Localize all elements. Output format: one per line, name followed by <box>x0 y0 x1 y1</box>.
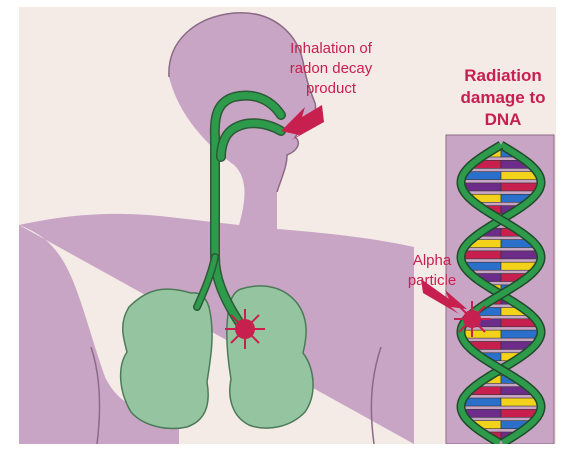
dna-base-right <box>501 251 539 259</box>
lung-alpha-particle <box>225 309 265 349</box>
dna-base-right <box>501 172 537 180</box>
dna-base-right <box>501 409 537 417</box>
dna-base-left <box>465 409 501 417</box>
right-lung <box>227 286 313 428</box>
dna-base-left <box>464 398 501 406</box>
dna-base-right <box>501 183 538 191</box>
dna-base-right <box>501 330 539 338</box>
dna-base-left <box>463 251 501 259</box>
dna-alpha-particle <box>454 301 490 337</box>
dna-base-left <box>465 172 501 180</box>
dna-base-right <box>501 398 538 406</box>
dna-base-left <box>464 183 501 191</box>
dna-base-left <box>463 330 501 338</box>
radiation-damage-title: Radiation damage to DNA <box>447 65 556 131</box>
inhalation-label: Inhalation of radon decay product <box>271 39 391 99</box>
radon-exposure-diagram: Inhalation of radon decay product Radiat… <box>19 7 556 444</box>
alpha-particle-label: Alpha particle <box>401 251 463 291</box>
